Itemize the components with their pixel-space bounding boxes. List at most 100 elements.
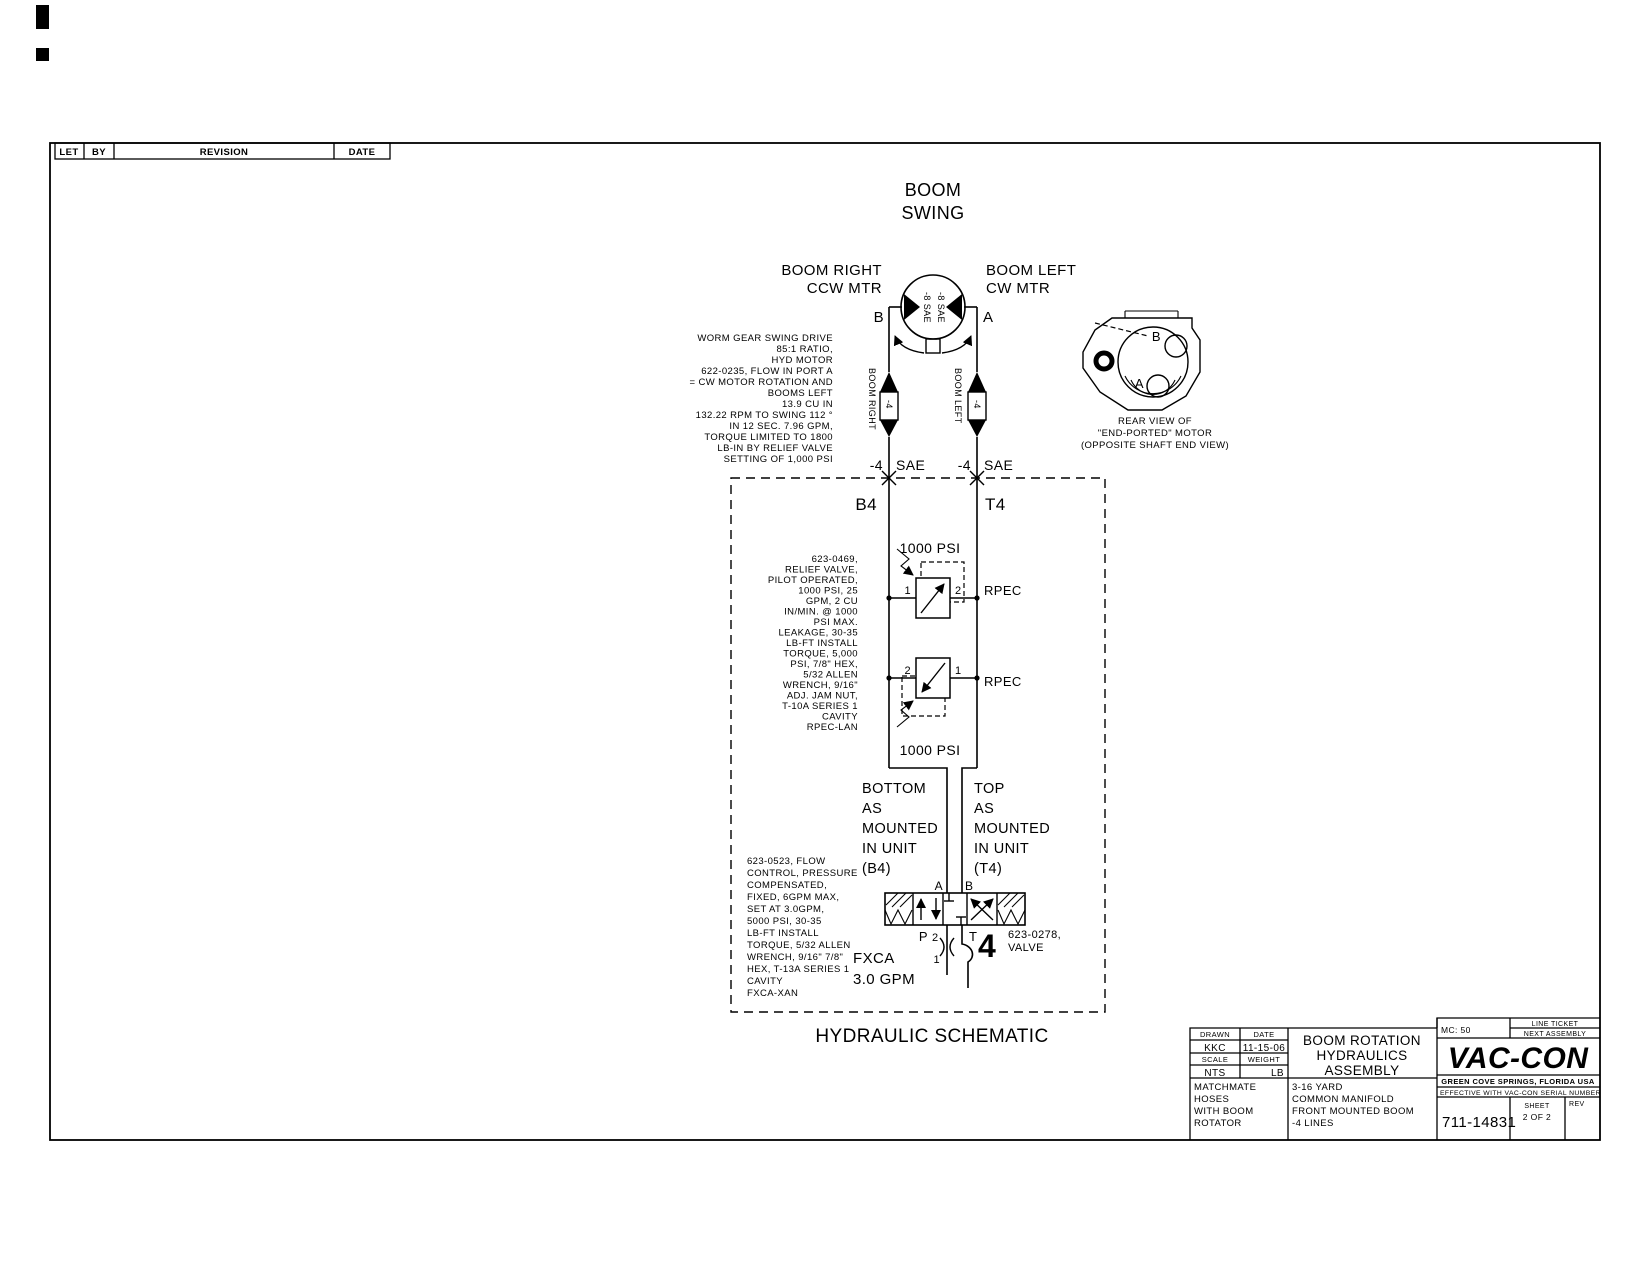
model-line-0: 3-16 YARD [1292,1082,1343,1093]
sae-size-left: -4 [870,457,883,473]
drawing-title-2: HYDRAULICS [1316,1048,1407,1063]
port-b-label: B [874,309,884,326]
note-line: IN/MIN. @ 1000 [784,607,858,618]
flow-arrow-left-icon [904,294,920,320]
bottom-label-0: BOTTOM [862,781,926,797]
schematic-caption: HYDRAULIC SCHEMATIC [815,1026,1048,1047]
swing-motor-symbol: -8 SAE -8 SAE BOOM RIGHT CCW MTR B BOOM … [781,262,1076,354]
valve-item-number: 4 [978,928,996,964]
hose-label-boom-right: BOOM RIGHT [867,368,877,430]
fxca-port-2: 2 [932,932,939,944]
note-line: LB-IN BY RELIEF VALVE [717,443,833,454]
mounting-labels: BOTTOM AS MOUNTED IN UNIT (B4) TOP AS MO… [862,781,1050,877]
port-b4-label: B4 [855,495,877,514]
rotation-arrow-cw-icon [941,335,973,354]
config-line-1: HOSES [1194,1094,1229,1105]
rotation-arrow-ccw-icon [893,335,925,354]
revision-table: LET BY REVISION DATE [54,142,391,160]
drawn-label: DRAWN [1200,1030,1230,1039]
scan-artifact [36,5,49,61]
note-line: CAVITY [822,712,858,723]
rear-view-motor: B A REAR VIEW OF "END-PORTED" MOTOR (OPP… [1081,310,1229,451]
relief1-port-2: 2 [955,585,962,597]
note-line: COMPENSATED, [747,880,827,891]
note-line: TORQUE, 5,000 [783,649,858,660]
port-t4-label: T4 [985,495,1006,514]
motor-port-size-left: -8 SAE [922,292,932,323]
note-line: 5/32 ALLEN [803,670,858,681]
title-line-2: SWING [902,203,965,223]
note-line: GPM, 2 CU [806,596,858,607]
boom-left-label-1: BOOM LEFT [986,262,1076,279]
boundary-cross-left-icon [881,470,897,486]
note-line: CONTROL, PRESSURE [747,868,858,879]
motor-flange [1082,317,1201,411]
title-line-1: BOOM [905,180,962,200]
boom-swing-title: BOOM SWING [902,180,965,223]
revision-col-let: LET [59,147,78,158]
sheet-value: 2 OF 2 [1523,1112,1551,1122]
line-ticket-label: LINE TICKET [1532,1021,1579,1028]
port-a-hole [1146,374,1170,398]
port-a-label: A [983,309,993,326]
spring-icon [997,908,1026,926]
note-line: RELIEF VALVE, [785,565,858,576]
motor-shaft [925,338,941,354]
valve-port-t-label: T [969,929,977,944]
note-line: ADJ. JAM NUT, [787,691,858,702]
sae-left: SAE [896,457,925,473]
config-line-0: MATCHMATE [1194,1082,1256,1093]
revision-col-date: DATE [349,147,376,158]
note-line: 5000 PSI, 30-35 [747,916,822,927]
note-line: WRENCH, 9/16" [783,680,858,691]
top-label-3: IN UNIT [974,841,1029,857]
hose-arrow-top-icon [968,372,986,392]
valve-part-number: 623-0278, [1008,929,1061,941]
hose-arrow-bottom-icon [880,420,898,437]
dr awing-title-3: ASSEMBLY [1325,1063,1400,1078]
note-line: 1000 PSI, 25 [798,586,858,597]
spring-icon [884,908,913,926]
relief-valve-note: 623-0469, RELIEF VALVE, PILOT OPERATED, … [768,554,858,733]
bulkhead-labels: -4 SAE -4 SAE [870,457,1013,473]
sae-right: SAE [984,457,1013,473]
hose-size-right: -4 [972,400,982,409]
valve-end-right [997,892,1026,926]
note-line: TORQUE, 5/32 ALLEN [747,940,851,951]
note-line: WRENCH, 9/16" 7/8" [747,952,843,963]
note-line: FXCA-XAN [747,988,798,999]
bottom-label-1: AS [862,801,882,817]
valve-port-b-label: B [965,879,973,893]
relief2-port-1: 1 [955,665,962,677]
drawing-frame [49,142,1601,1141]
note-line: 13.9 CU IN [782,399,833,410]
note-line: 622-0235, FLOW IN PORT A [701,366,833,377]
scale-label: SCALE [1202,1055,1229,1064]
note-line: SETTING OF 1,000 PSI [724,454,833,465]
note-line: SET AT 3.0GPM, [747,904,824,915]
relief1-psi-label: 1000 PSI [900,540,961,556]
mc-number: MC: 50 [1441,1025,1471,1035]
note-line: T-10A SERIES 1 [782,701,858,712]
sae-size-right: -4 [958,457,971,473]
model-line-2: FRONT MOUNTED BOOM [1292,1106,1414,1117]
hose-arrow-bottom-icon [968,420,986,437]
flow-control-note: 623-0523, FLOW CONTROL, PRESSURE COMPENS… [747,856,858,999]
company-location: GREEN COVE SPRINGS, FLORIDA USA [1441,1077,1595,1086]
fxca-label: FXCA [853,950,895,967]
note-line: 132.22 RPM TO SWING 112 ° [696,410,833,421]
hose-symbol-boom-left: -4 BOOM LEFT [953,368,987,437]
valve-position-cross [970,898,994,921]
fxca-port-1: 1 [933,954,940,966]
note-line: PILOT OPERATED, [768,575,858,586]
note-line: CAVITY [747,976,783,987]
scale-value: NTS [1204,1068,1225,1079]
note-line: PSI MAX. [814,617,858,628]
port-b-hole [1164,334,1188,358]
relief2-psi-label: 1000 PSI [900,742,961,758]
bottom-label-2: MOUNTED [862,821,938,837]
config-line-2: WITH BOOM [1194,1106,1254,1117]
top-label-4: (T4) [974,861,1002,877]
spring-icon [896,548,914,576]
